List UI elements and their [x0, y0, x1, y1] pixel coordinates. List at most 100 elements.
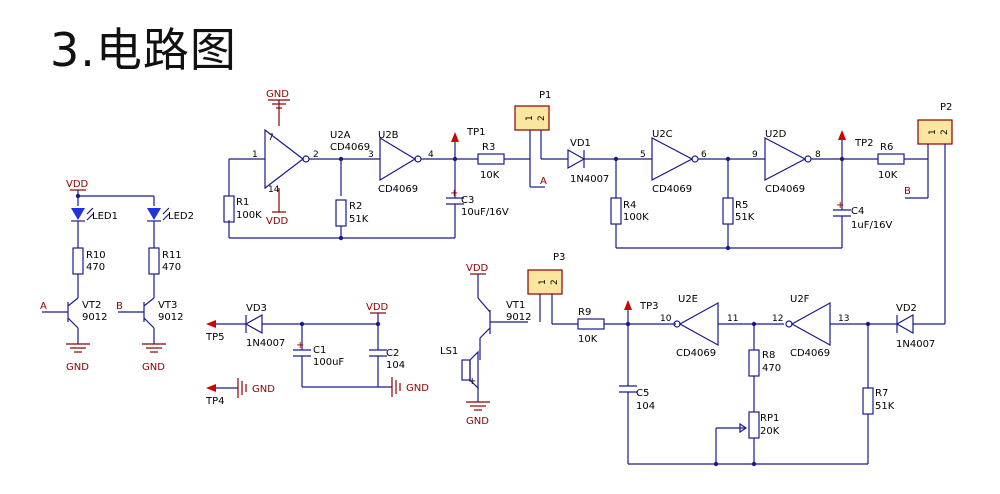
resistor-r7	[862, 387, 874, 415]
svg-text:+: +	[296, 340, 304, 351]
led-led2	[147, 207, 170, 222]
resistor-r11	[148, 247, 160, 275]
pin-8-label: 8	[815, 150, 821, 160]
inverter-u2c	[651, 137, 694, 181]
vd2-val: 1N4007	[896, 339, 935, 350]
gnd-label-tp4: GND	[252, 384, 275, 395]
svg-text:1: 1	[538, 279, 548, 285]
u2a-part: CD4069	[330, 142, 370, 153]
p3-label: P3	[553, 252, 565, 263]
pin-14-label: 14	[268, 185, 280, 195]
r5-val: 51K	[735, 212, 755, 223]
rp1-val: 20K	[760, 426, 780, 437]
header-p2: 1 2 P2	[913, 102, 953, 325]
port-b-led: B	[116, 301, 123, 312]
resistor-r6	[877, 153, 905, 165]
transistor-vt2	[42, 297, 79, 329]
oscillator-stage-3: R9 10K TP3 C5 104 U2E CD4069 10 11 R8 47…	[577, 294, 935, 467]
pin-6-label: 6	[701, 150, 707, 160]
gnd-symbol-vt2	[66, 343, 90, 353]
pin-2-label: 2	[313, 150, 319, 160]
r4-val: 100K	[623, 212, 649, 223]
pin-9-label: 9	[752, 150, 758, 160]
speaker-driver: VDD VT1 9012 LS1 + GND	[440, 263, 531, 427]
svg-text:+: +	[450, 188, 458, 199]
vt3-val: 9012	[158, 312, 183, 323]
r3-ref: R3	[482, 142, 495, 153]
r2-val: 51K	[349, 214, 369, 225]
page-title: 3.电路图	[50, 23, 237, 77]
r9-val: 10K	[578, 334, 598, 345]
resistor-r2	[335, 199, 347, 227]
c4-ref: C4	[851, 206, 864, 217]
r10-val: 470	[86, 262, 105, 273]
testpoint-tp5	[206, 320, 216, 328]
rp1-ref: RP1	[760, 413, 779, 424]
c2-val: 104	[386, 360, 405, 371]
tp4-label: TP4	[205, 396, 225, 407]
vt1-val: 9012	[506, 312, 531, 323]
testpoint-tp2	[838, 130, 846, 140]
diode-vd1	[567, 148, 586, 170]
testpoint-tp3	[624, 300, 632, 310]
vdd-label-vt1: VDD	[466, 263, 489, 274]
vdd-label-pwr: VDD	[366, 302, 389, 313]
c3-ref: C3	[461, 195, 474, 206]
r2-ref: R2	[349, 201, 362, 212]
svg-text:2: 2	[537, 115, 547, 121]
svg-text:1: 1	[928, 129, 938, 135]
r6-val: 10K	[878, 170, 898, 181]
u2d-ref: U2D	[765, 129, 787, 140]
p1-label: P1	[539, 90, 551, 101]
pin-13-label: 13	[838, 314, 849, 324]
vt2-val: 9012	[82, 312, 107, 323]
u2b-part: CD4069	[378, 184, 418, 195]
oscillator-stage-1: GND 7 U2A CD4069 1 2 14 VDD R1 100K R2 5…	[223, 89, 547, 241]
port-b-top: B	[904, 186, 911, 197]
vd1-ref: VD1	[570, 138, 591, 149]
c3-val: 10uF/16V	[461, 207, 509, 218]
tp2-label: TP2	[854, 138, 874, 149]
diode-vd3	[244, 313, 263, 335]
u2b-ref: U2B	[378, 130, 399, 141]
u2e-ref: U2E	[678, 294, 698, 305]
pin-1-label: 1	[252, 150, 258, 160]
pin-11-label: 11	[727, 314, 738, 324]
power-input: TP5 VD3 1N4007 + C1 100uF VDD C2	[205, 302, 429, 407]
resistor-r5	[722, 197, 734, 225]
u2d-part: CD4069	[765, 184, 805, 195]
capacitor-c5	[619, 385, 637, 464]
r4-ref: R4	[623, 200, 636, 211]
pin-5-label: 5	[640, 150, 646, 160]
r11-val: 470	[162, 262, 181, 273]
r8-val: 470	[762, 363, 781, 374]
tp3-label: TP3	[639, 301, 659, 312]
vd3-ref: VD3	[246, 303, 267, 314]
resistor-r1	[223, 195, 235, 223]
r7-ref: R7	[875, 388, 888, 399]
r10-ref: R10	[86, 250, 106, 261]
header-p3: 1 2 P3	[527, 252, 578, 325]
gnd-label-c2: GND	[406, 383, 429, 394]
r1-val: 100K	[236, 210, 262, 221]
inverter-u2b	[379, 136, 417, 182]
resistor-r10	[72, 247, 84, 275]
gnd-symbol-vt3	[142, 343, 166, 353]
gnd-symbol-u2a	[268, 99, 290, 126]
inverter-u2f-bubble	[785, 320, 793, 328]
r5-ref: R5	[735, 200, 748, 211]
vt3-ref: VT3	[158, 300, 177, 311]
inverter-u2e	[678, 301, 719, 347]
capacitor-c1	[293, 349, 311, 387]
vdd-label-led: VDD	[66, 179, 89, 190]
capacitor-c3	[446, 197, 464, 238]
ls1-plus: +	[468, 376, 476, 387]
u2a-ref: U2A	[330, 130, 351, 141]
inverter-u2f	[790, 301, 831, 347]
svg-text:1: 1	[525, 115, 535, 121]
svg-text:2: 2	[550, 279, 560, 285]
c4-val: 1uF/16V	[851, 220, 893, 231]
vt1-ref: VT1	[506, 300, 525, 311]
pin-7-label: 7	[268, 133, 274, 143]
